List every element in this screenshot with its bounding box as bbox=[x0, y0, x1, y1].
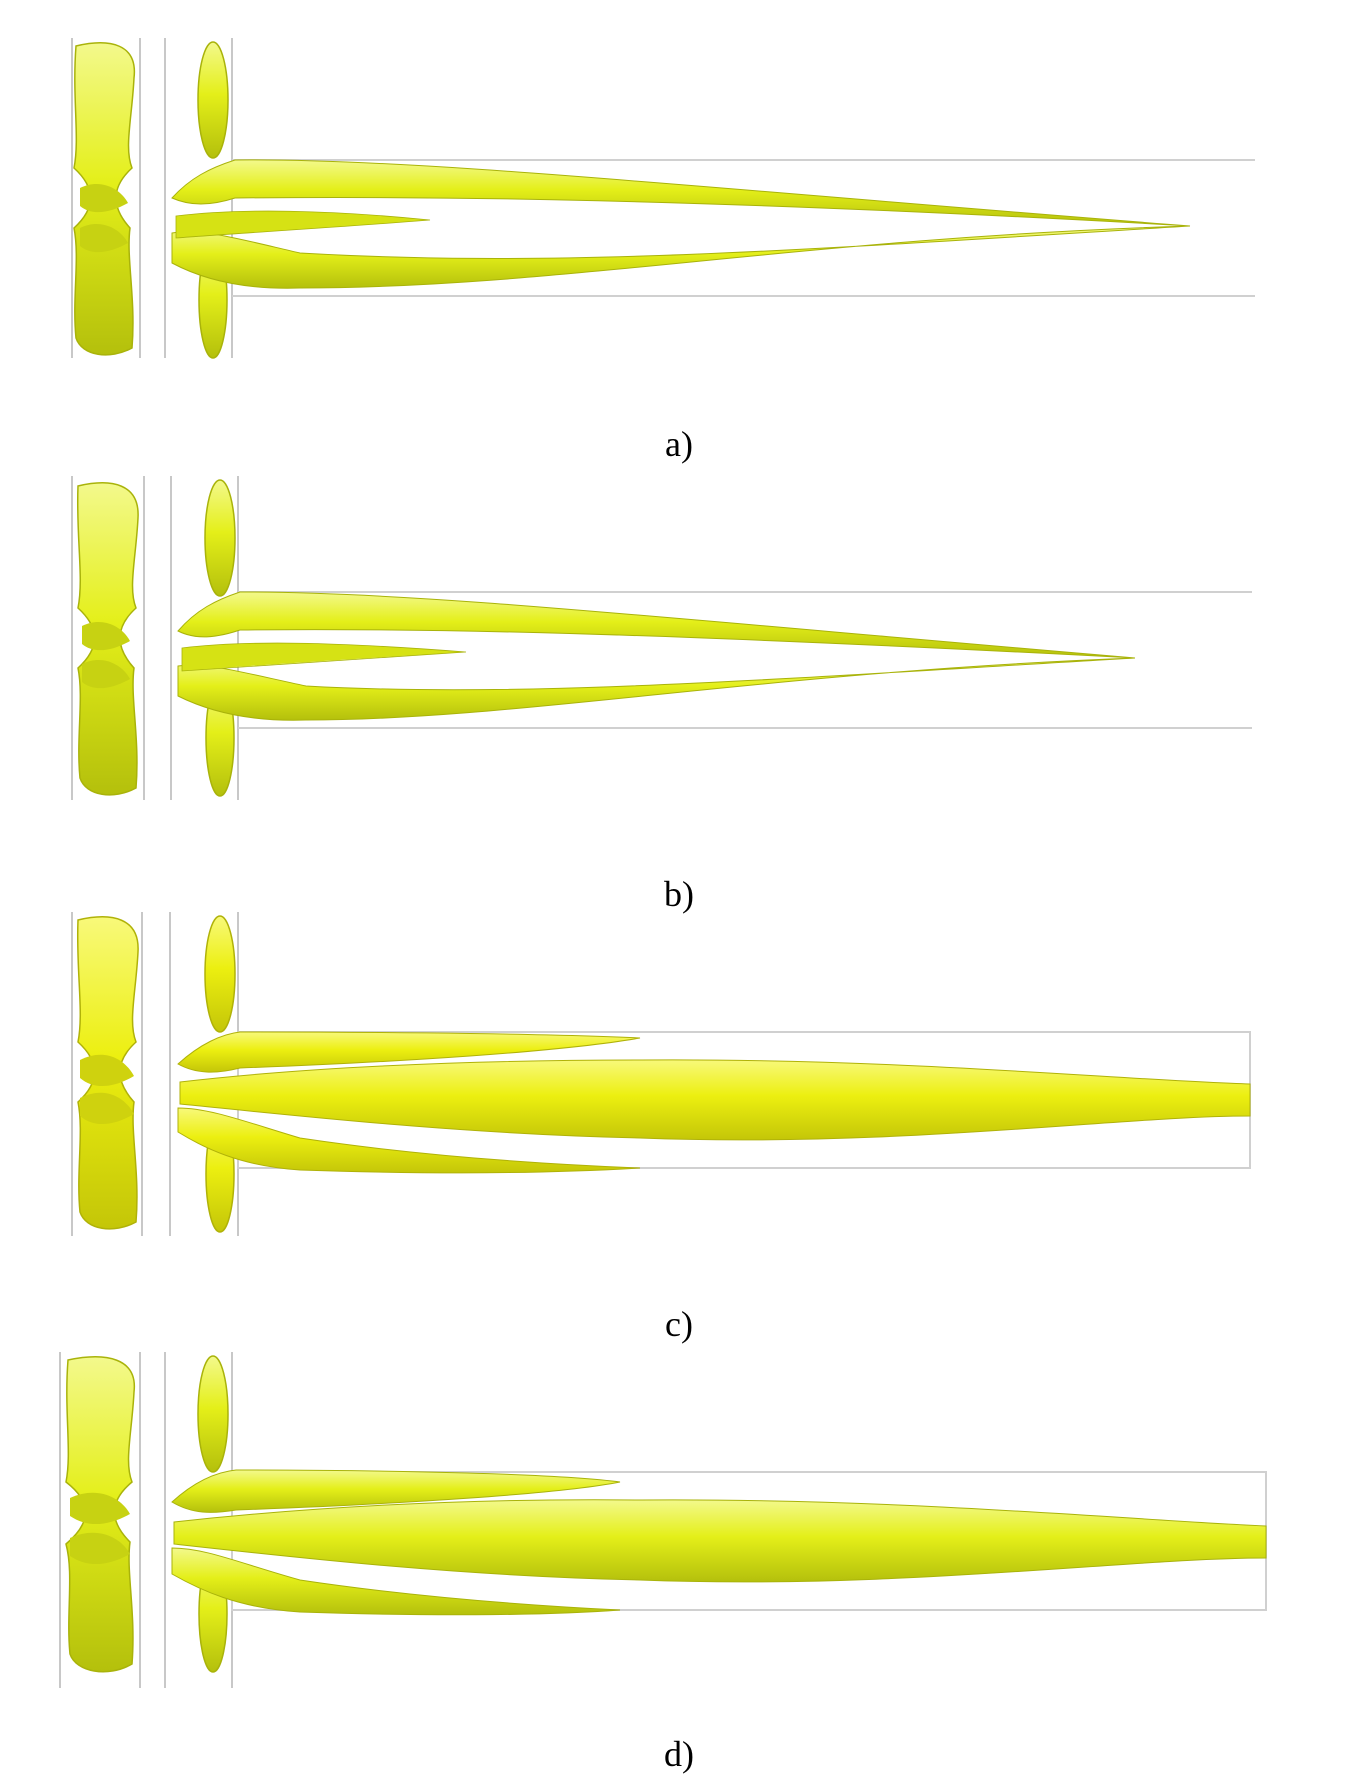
panel-caption-b: b) bbox=[664, 874, 694, 914]
propeller-blade-upper bbox=[197, 1355, 229, 1473]
propeller-blade-upper bbox=[204, 479, 236, 597]
panel-caption-d: d) bbox=[664, 1734, 694, 1774]
tip-vortex-lower bbox=[177, 657, 1136, 721]
figure-panel-a: a) bbox=[0, 38, 1358, 478]
hub-wake bbox=[181, 642, 467, 672]
hub-vortex bbox=[80, 223, 128, 253]
propeller-blade-upper bbox=[197, 41, 229, 159]
figure-panel-d: d) bbox=[0, 1352, 1358, 1786]
tip-vortex-lower bbox=[171, 1547, 621, 1616]
figure-panel-b: b) bbox=[0, 476, 1358, 916]
isosurface-render-b bbox=[71, 476, 1252, 800]
panel-caption-a: a) bbox=[665, 424, 693, 464]
tip-vortex-lower bbox=[177, 1107, 641, 1174]
isosurface-render-a bbox=[71, 38, 1255, 359]
isosurface-render-c bbox=[71, 912, 1251, 1236]
tip-vortex-upper bbox=[177, 1031, 641, 1073]
propeller-blade-upper bbox=[204, 915, 236, 1033]
tip-vortex-lower bbox=[171, 225, 1191, 289]
figure-panel-c: c) bbox=[0, 912, 1358, 1352]
isosurface-render-d bbox=[59, 1352, 1267, 1688]
hub-vortex-core bbox=[173, 1499, 1267, 1583]
panel-caption-c: c) bbox=[665, 1304, 693, 1344]
hub-vortex bbox=[82, 621, 130, 651]
hub-vortex bbox=[80, 1092, 134, 1125]
hub-vortex bbox=[70, 1492, 130, 1525]
hub-vortex bbox=[80, 183, 128, 213]
hub-wake bbox=[175, 210, 431, 239]
hub-vortex bbox=[70, 1532, 130, 1565]
hub-vortex-core bbox=[179, 1059, 1251, 1141]
hub-vortex bbox=[82, 659, 130, 689]
tip-vortex-upper bbox=[171, 1469, 621, 1513]
hub-vortex bbox=[80, 1054, 134, 1087]
